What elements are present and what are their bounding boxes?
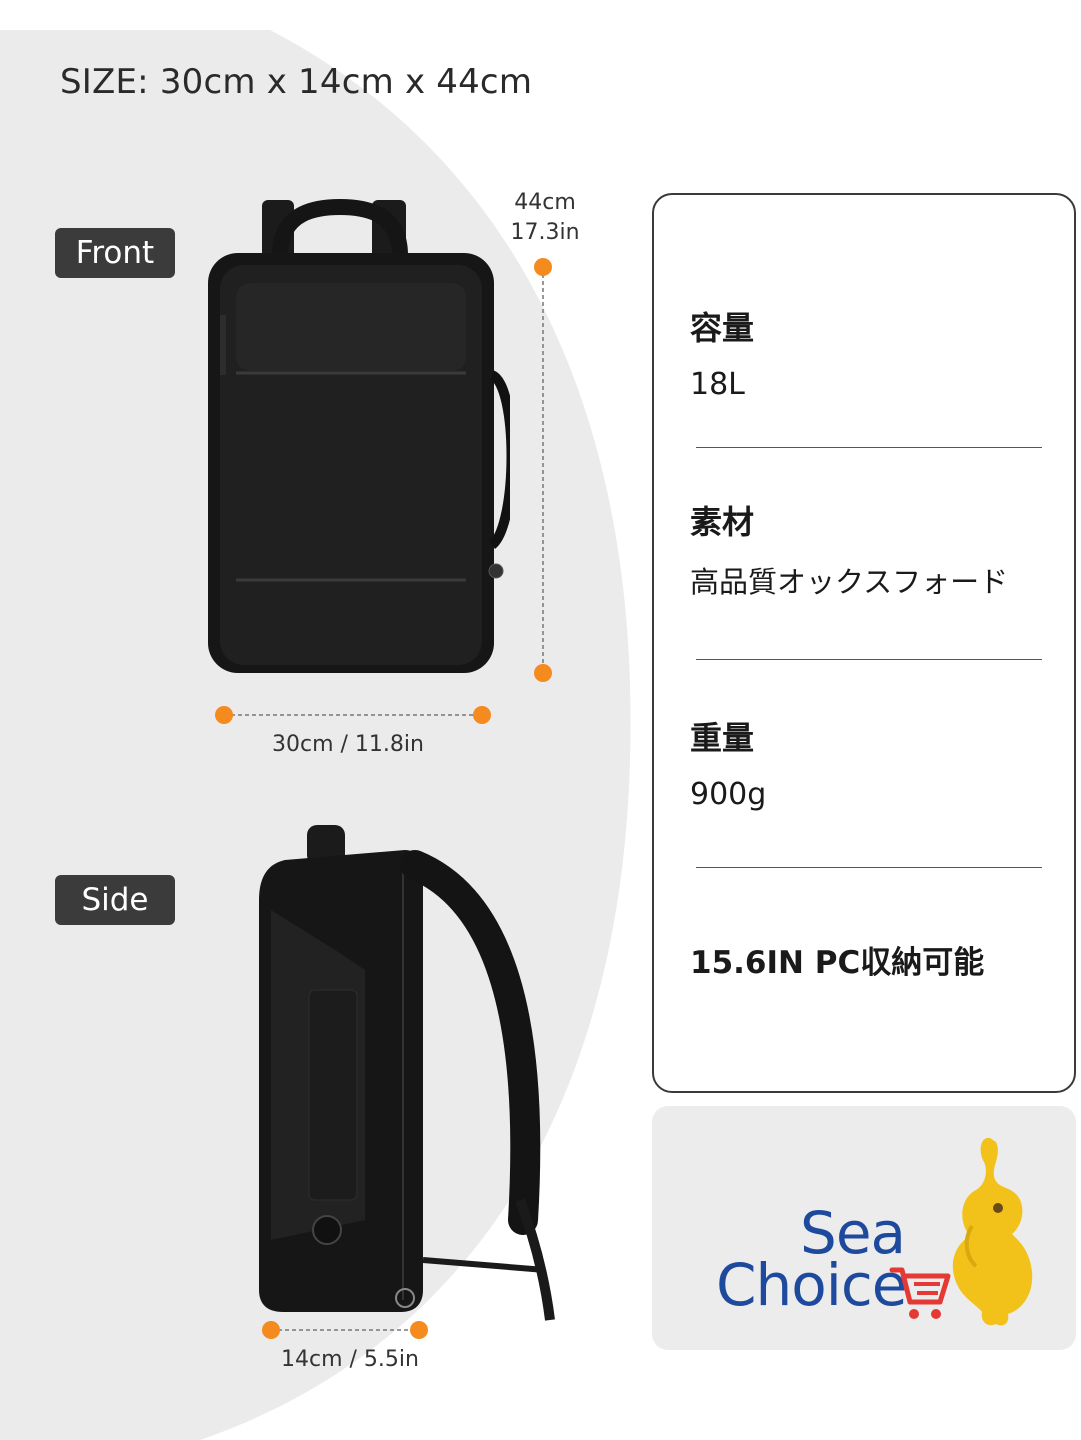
spec-weight-label: 重量 bbox=[690, 719, 755, 757]
backpack-side-image bbox=[259, 825, 555, 1321]
depth-right-marker bbox=[410, 1321, 428, 1339]
spec-material-value: 高品質オックスフォード bbox=[690, 565, 1009, 599]
logo-text-sea: Sea bbox=[800, 1199, 906, 1267]
height-bottom-marker bbox=[534, 664, 552, 682]
height-dimension-label: 44cm 17.3in bbox=[497, 188, 593, 248]
height-in-text: 17.3in bbox=[510, 220, 580, 245]
spec-material-label: 素材 bbox=[690, 503, 755, 541]
backpack-front-image bbox=[208, 198, 510, 673]
spec-divider bbox=[696, 867, 1042, 868]
depth-dimension-label: 14cm / 5.5in bbox=[281, 1347, 419, 1372]
height-cm-text: 44cm bbox=[514, 190, 576, 215]
width-dimension-line bbox=[215, 706, 491, 724]
elephant-mascot-icon bbox=[952, 1137, 1033, 1326]
spec-divider bbox=[696, 447, 1042, 448]
spec-capacity-value: 18L bbox=[690, 367, 745, 402]
spec-capacity-label: 容量 bbox=[690, 309, 755, 347]
height-dimension-line bbox=[534, 258, 552, 682]
depth-left-marker bbox=[262, 1321, 280, 1339]
width-dimension-label: 30cm / 11.8in bbox=[272, 732, 424, 757]
brand-logo-panel: Sea Choice bbox=[652, 1106, 1076, 1350]
spec-divider bbox=[696, 659, 1042, 660]
spec-laptop-feature: 15.6IN PC収納可能 bbox=[690, 945, 985, 981]
spec-panel: 容量 18L 素材 高品質オックスフォード 重量 900g 15.6IN PC収… bbox=[652, 193, 1076, 1093]
size-title: SIZE: 30cm x 14cm x 44cm bbox=[60, 62, 533, 102]
side-view-badge: Side bbox=[55, 875, 175, 925]
spec-weight-value: 900g bbox=[690, 777, 767, 812]
shopping-cart-icon bbox=[889, 1267, 951, 1319]
front-view-badge: Front bbox=[55, 228, 175, 278]
width-right-marker bbox=[473, 706, 491, 724]
width-left-marker bbox=[215, 706, 233, 724]
depth-dimension-line bbox=[262, 1321, 428, 1339]
logo-text-choice: Choice bbox=[716, 1251, 907, 1319]
height-top-marker bbox=[534, 258, 552, 276]
